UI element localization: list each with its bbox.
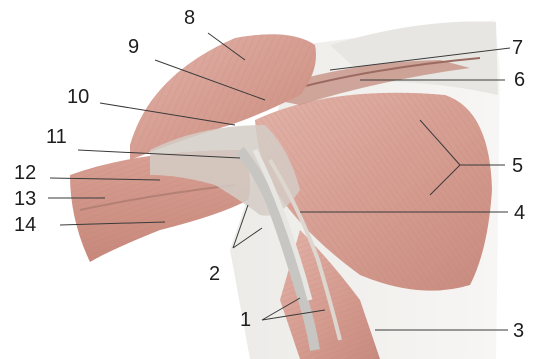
label-13: 13 [14, 189, 36, 209]
label-4: 4 [514, 203, 525, 223]
label-6: 6 [514, 70, 525, 90]
label-10: 10 [67, 87, 89, 107]
label-1: 1 [240, 310, 251, 330]
label-3: 3 [513, 321, 524, 341]
label-11: 11 [46, 127, 67, 147]
label-5: 5 [512, 156, 523, 176]
label-9: 9 [128, 37, 139, 57]
label-12: 12 [14, 163, 36, 183]
label-14: 14 [14, 215, 36, 235]
label-7: 7 [512, 38, 523, 58]
label-8: 8 [184, 8, 195, 28]
label-2: 2 [209, 264, 220, 284]
